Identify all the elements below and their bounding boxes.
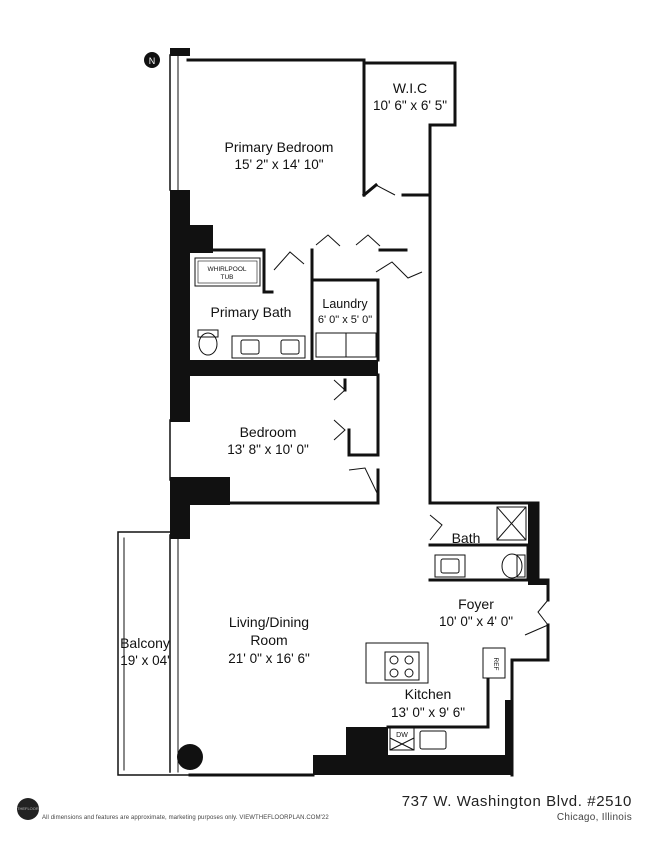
living-name-1: Living/Dining (229, 614, 309, 630)
kitchen-sink (419, 730, 447, 750)
toilet-icon (198, 332, 218, 356)
vanity (231, 335, 306, 359)
room-labels: Primary Bedroom 15' 2" x 14' 10" W.I.C 1… (120, 80, 513, 739)
bath-name: Bath (452, 530, 481, 546)
wic-dims: 10' 6" x 6' 5" (373, 98, 447, 113)
whirlpool-tub-label-2: TUB (221, 274, 234, 281)
kitchen-island (365, 642, 429, 684)
foyer-name: Foyer (458, 596, 494, 612)
wic-name: W.I.C (393, 80, 427, 96)
column (177, 744, 203, 770)
dishwasher-label: DW (396, 732, 408, 739)
fixtures (194, 257, 527, 751)
primary-bedroom-name: Primary Bedroom (225, 139, 334, 155)
fridge-label: REF (492, 658, 499, 671)
laundry-dims: 6' 0" x 5' 0" (318, 314, 372, 326)
walls (117, 54, 550, 777)
bedroom-dims: 13' 8" x 10' 0" (227, 442, 309, 457)
disclaimer: All dimensions and features are approxim… (42, 815, 329, 821)
whirlpool-tub-label: WHIRLPOOL (207, 266, 246, 273)
city: Chicago, Illinois (556, 812, 632, 823)
foyer-dims: 10' 0" x 4' 0" (439, 614, 513, 629)
brand-logo: VIEWTHEFLOORPLAN (17, 798, 39, 820)
bath-sink (434, 554, 466, 578)
cooktop-icon (384, 651, 420, 681)
kitchen-dims: 13' 0" x 9' 6" (391, 705, 465, 720)
bedroom-name: Bedroom (240, 424, 297, 440)
kitchen-name: Kitchen (405, 686, 452, 702)
solid-wall-blocks (170, 48, 548, 775)
bath-toilet-icon (501, 553, 523, 579)
compass-label: N (149, 56, 156, 66)
balcony-name: Balcony (120, 635, 170, 651)
laundry-name: Laundry (322, 297, 368, 311)
living-dims: 21' 0" x 16' 6" (228, 651, 310, 666)
doors (273, 184, 549, 636)
balcony-dims: 19' x 04' (120, 653, 169, 668)
compass-icon: N (144, 52, 160, 68)
address: 737 W. Washington Blvd. #2510 (401, 793, 632, 810)
fridge (482, 647, 506, 679)
whirlpool-tub (194, 257, 261, 287)
primary-bath-name: Primary Bath (211, 304, 292, 320)
living-name-2: Room (250, 632, 287, 648)
shower-icon (496, 506, 527, 541)
primary-bedroom-dims: 15' 2" x 14' 10" (234, 157, 323, 172)
